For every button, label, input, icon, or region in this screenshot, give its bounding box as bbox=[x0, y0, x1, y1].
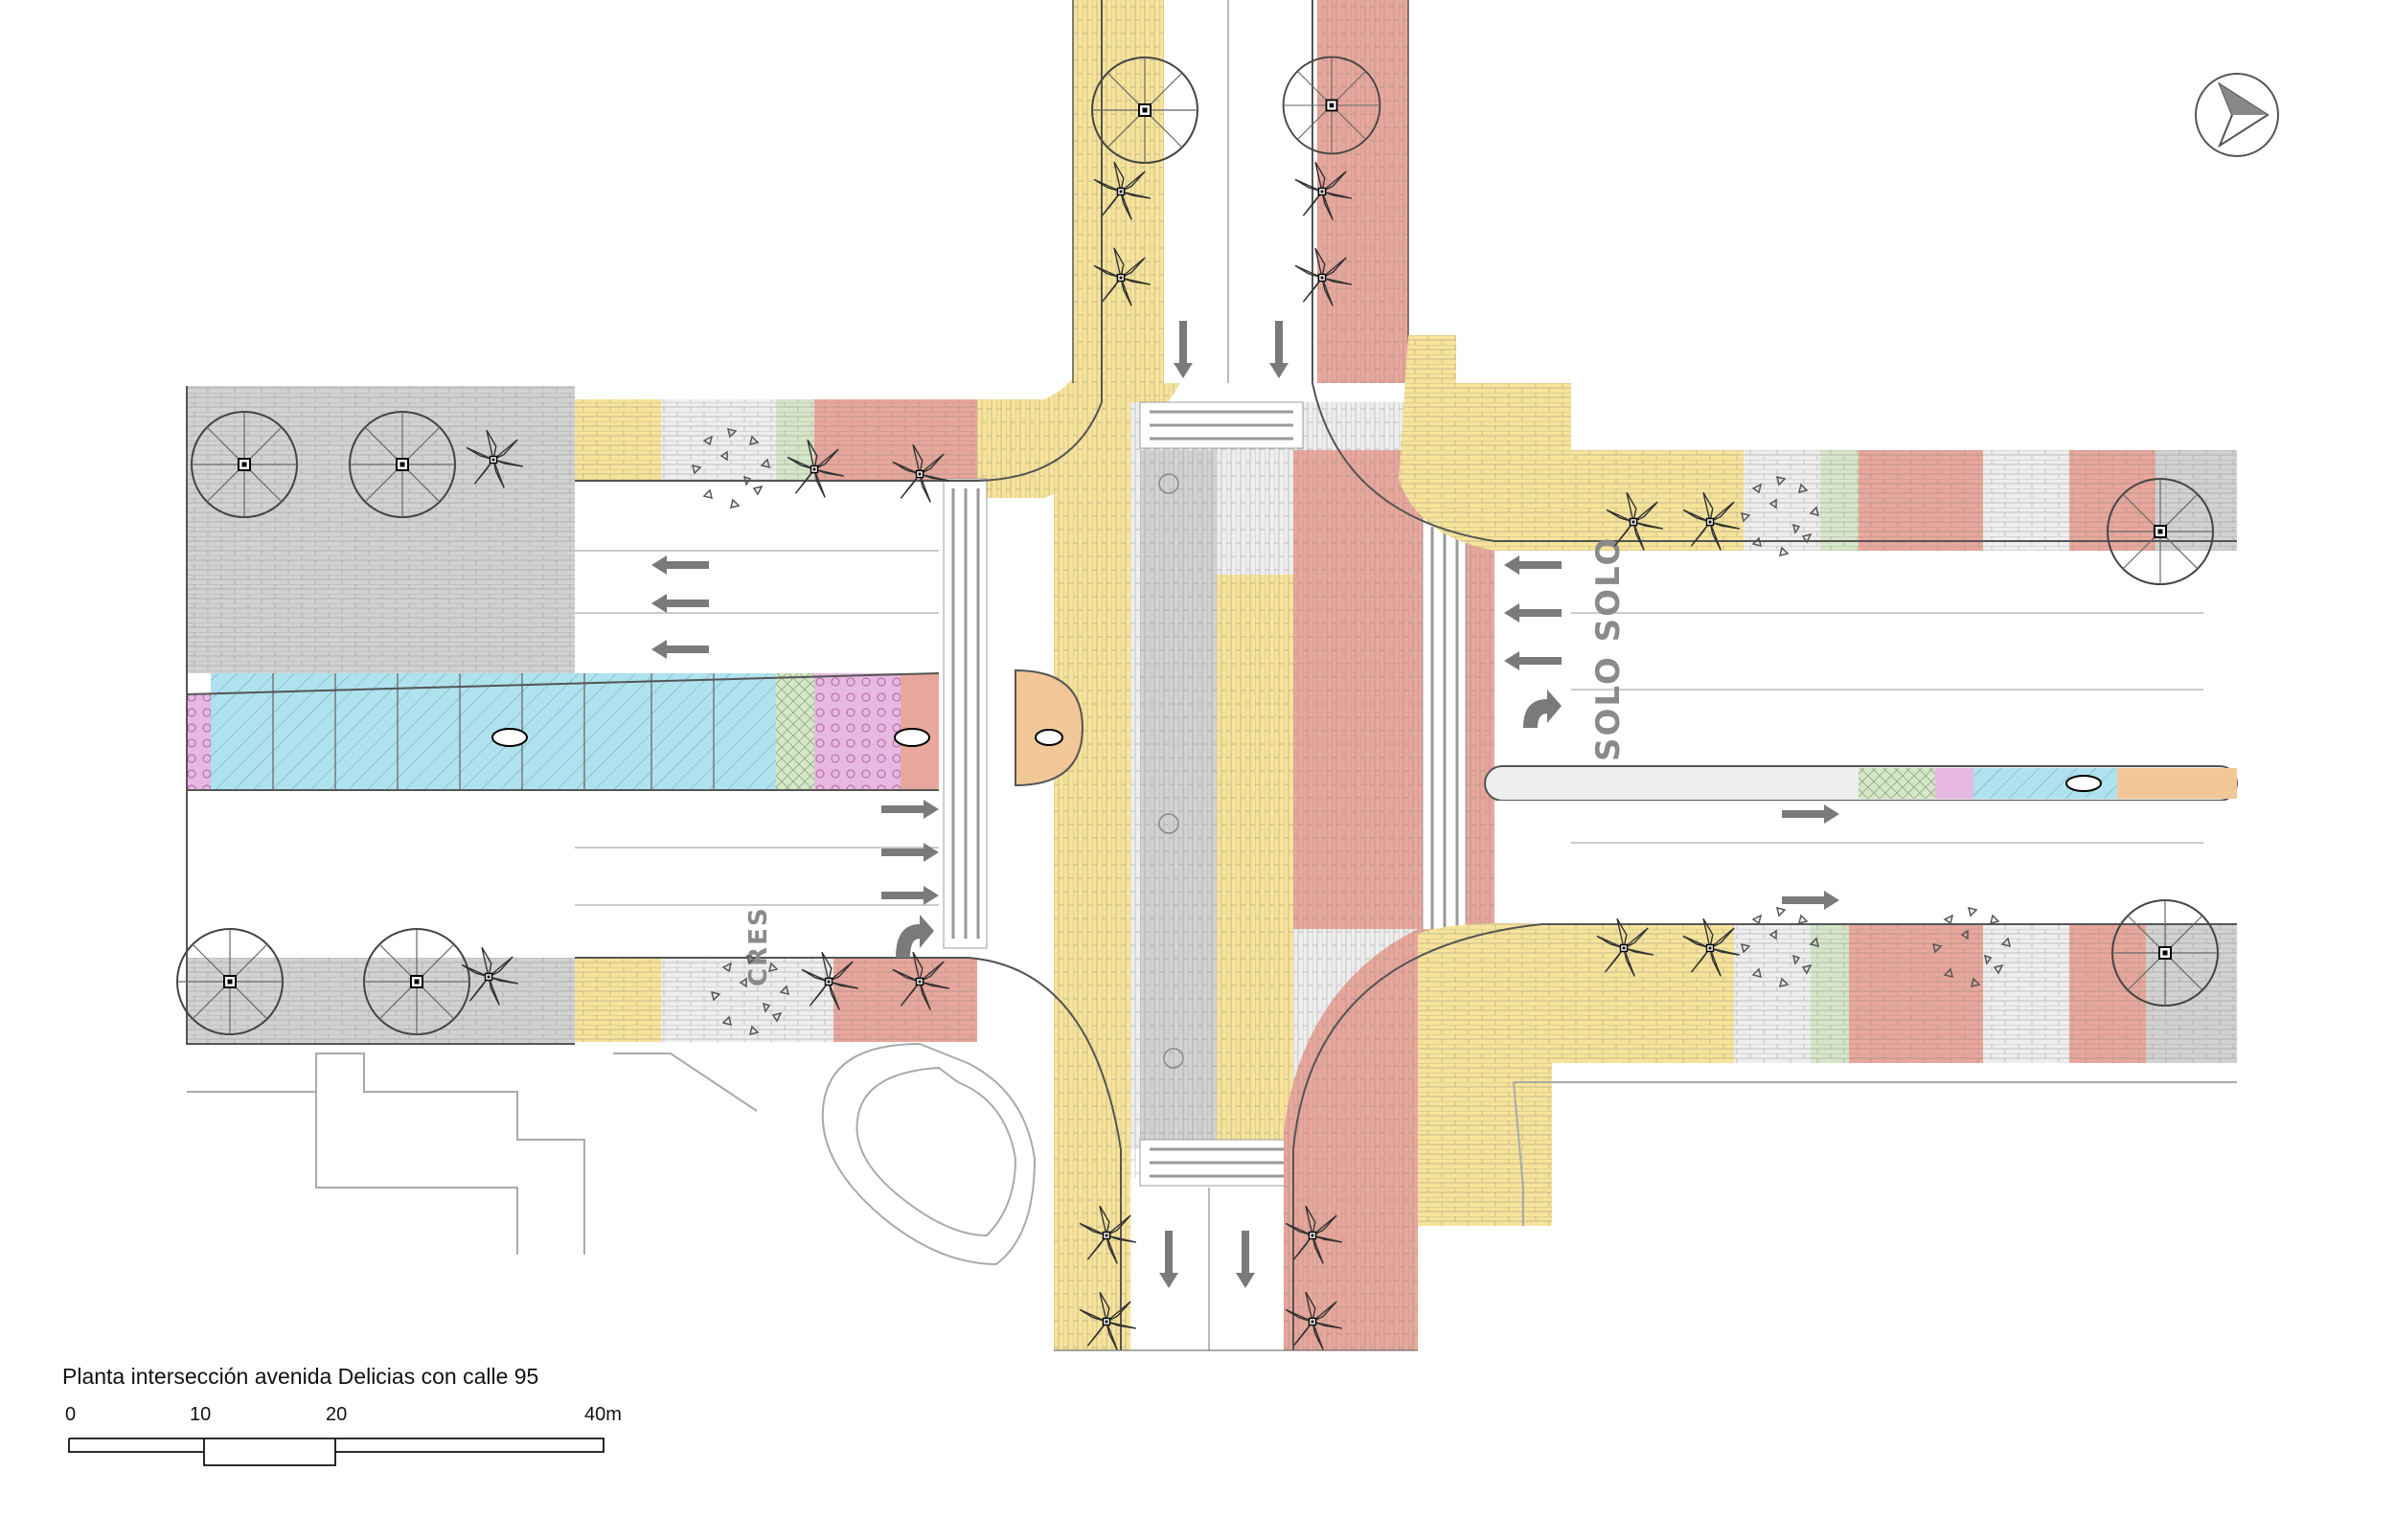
plan-title: Planta intersección avenida Delicias con… bbox=[62, 1364, 539, 1389]
solo-marking: SOLO SOLO bbox=[1589, 536, 1628, 761]
curb-lines bbox=[186, 0, 2237, 1350]
east-sidewalk-south bbox=[1418, 922, 2237, 1226]
svg-text:SOLO SOLO: SOLO SOLO bbox=[1589, 536, 1628, 761]
lane-lines bbox=[575, 550, 2203, 906]
east-road-north bbox=[1494, 551, 2237, 761]
round-tree-icon bbox=[191, 411, 298, 518]
side-marking: CRES bbox=[744, 906, 773, 986]
east-sidewalk-north bbox=[1399, 335, 2237, 551]
east-median bbox=[1484, 765, 2238, 802]
round-tree-icon bbox=[2107, 478, 2214, 585]
west-median bbox=[186, 672, 940, 791]
scale-bar bbox=[68, 1438, 604, 1466]
lane-arrows bbox=[651, 321, 1839, 1288]
scale-label-0: 0 bbox=[65, 1404, 77, 1425]
west-road-north bbox=[575, 481, 939, 672]
round-tree-icon bbox=[1091, 57, 1198, 164]
west-road-south bbox=[575, 790, 939, 958]
svg-text:CRES: CRES bbox=[744, 906, 773, 986]
scale-label-40m: 40m bbox=[584, 1404, 622, 1425]
round-tree-icon bbox=[2111, 899, 2219, 1007]
round-tree-icon bbox=[1282, 56, 1381, 155]
central-plaza bbox=[943, 401, 1494, 1187]
round-tree-icon bbox=[349, 411, 456, 518]
round-tree-icon bbox=[363, 928, 470, 1035]
west-sidewalk-south bbox=[187, 958, 977, 1044]
scale-label-10: 10 bbox=[190, 1404, 212, 1425]
building-outlines bbox=[187, 1042, 2237, 1266]
north-arrow-icon bbox=[2195, 73, 2279, 157]
east-road-south bbox=[1494, 801, 2237, 925]
round-tree-icon bbox=[176, 928, 284, 1035]
scale-label-20: 20 bbox=[326, 1404, 348, 1425]
